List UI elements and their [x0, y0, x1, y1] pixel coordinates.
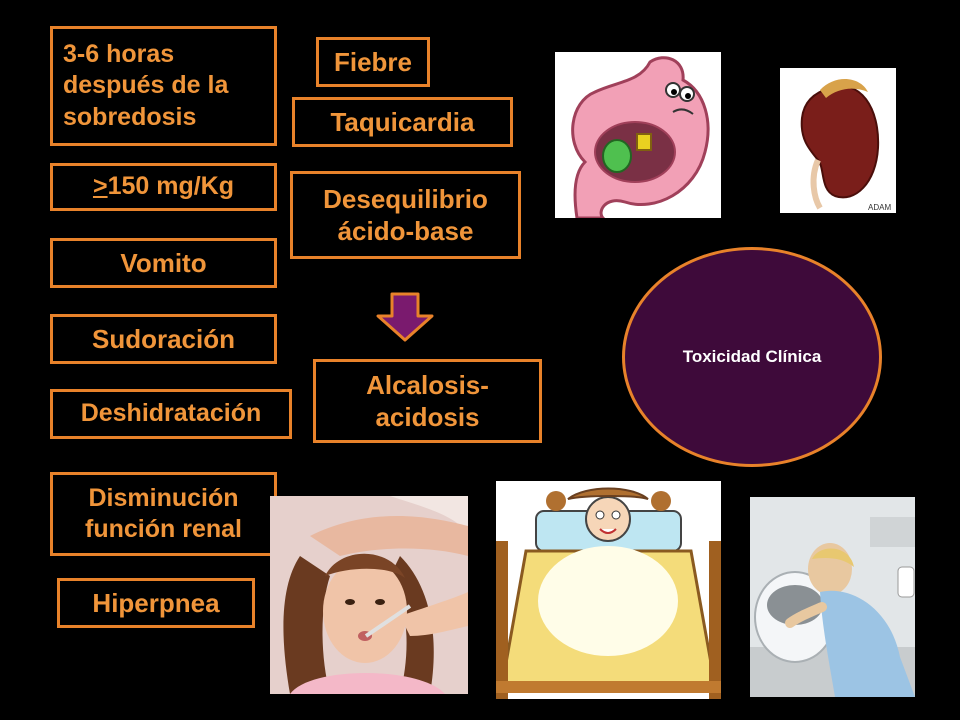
- dose-box: >150 mg/Kg: [50, 163, 277, 211]
- fever-text: Fiebre: [333, 46, 413, 77]
- kidney-image: ADAM: [780, 68, 896, 213]
- dehydration-box: Deshidratación: [50, 389, 292, 439]
- renal-box: Disminución función renal: [50, 472, 277, 556]
- sweat-text: Sudoración: [91, 323, 235, 354]
- adam-watermark: ADAM: [868, 203, 891, 212]
- imbalance-box: Desequilibrio ácido-base: [290, 171, 521, 259]
- vomit-text: Vomito: [120, 247, 207, 278]
- vomit-box: Vomito: [50, 238, 277, 288]
- alkalosis-box: Alcalosis-acidosis: [313, 359, 542, 443]
- hyperpnea-box: Hiperpnea: [57, 578, 255, 628]
- onset-text: 3-6 horas después de la sobredosis: [63, 40, 229, 131]
- imbalance-text: Desequilibrio ácido-base: [323, 183, 488, 247]
- fever-box: Fiebre: [316, 37, 430, 87]
- circle-label: Toxicidad Clínica: [682, 347, 822, 366]
- dose-value: 150 mg/Kg: [107, 172, 235, 201]
- dose-symbol: >: [92, 172, 108, 201]
- clinical-toxicity-circle: Toxicidad Clínica: [622, 247, 882, 467]
- sweat-box: Sudoración: [50, 314, 277, 364]
- dehydration-text: Deshidratación: [80, 399, 262, 428]
- stomach-image: [555, 52, 721, 218]
- down-arrow-icon: [376, 292, 434, 342]
- girl-in-bed-image: [496, 481, 721, 699]
- onset-box: 3-6 horas después de la sobredosis: [50, 26, 277, 146]
- tachycardia-box: Taquicardia: [292, 97, 513, 147]
- sick-girl-image: [270, 496, 468, 694]
- alkalosis-text: Alcalosis-acidosis: [366, 369, 489, 433]
- tachycardia-text: Taquicardia: [330, 106, 475, 137]
- dose-text: >150 mg/Kg: [93, 171, 234, 202]
- hyperpnea-text: Hiperpnea: [92, 587, 220, 618]
- woman-vomiting-image: [750, 497, 915, 697]
- renal-text: Disminución función renal: [85, 483, 242, 543]
